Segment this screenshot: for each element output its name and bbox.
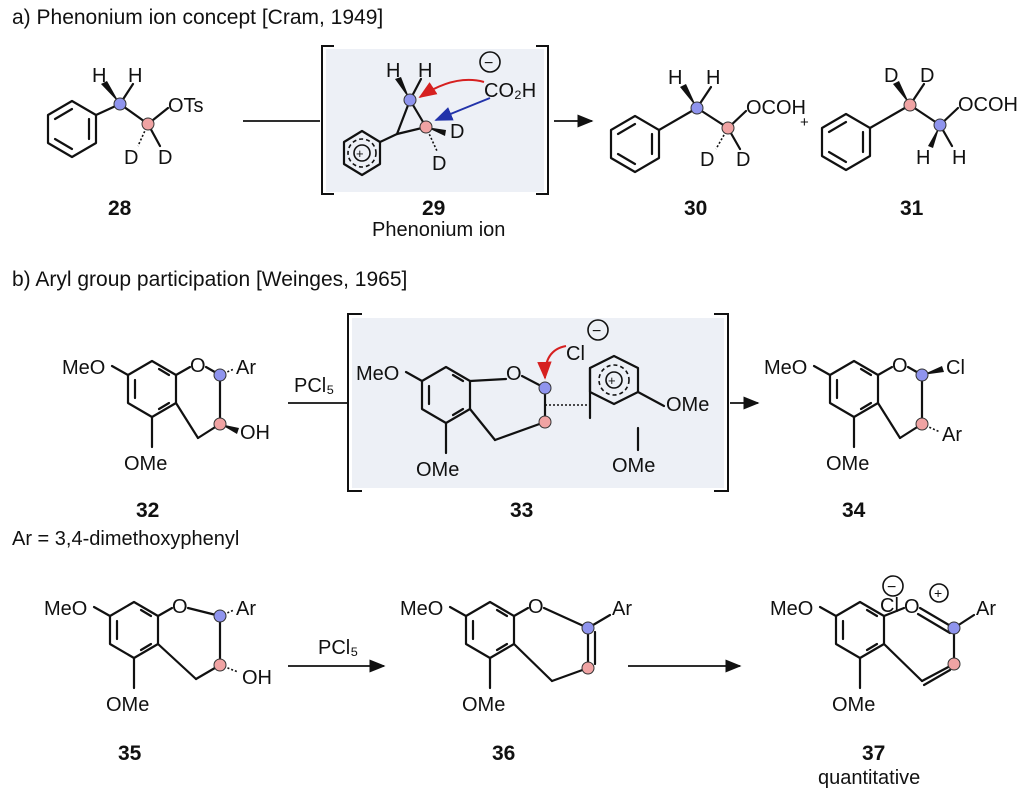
svg-text:OMe: OMe (832, 694, 875, 716)
compound-31: D D OCOH H H 31 (820, 65, 1018, 220)
reagent-pcl5: PCl₅ (294, 375, 334, 397)
compound-35: MeO O OMe Ar OH 35 (44, 596, 272, 765)
svg-text:O: O (528, 596, 544, 618)
svg-text:H: H (668, 67, 682, 89)
svg-text:OMe: OMe (462, 694, 505, 716)
svg-text:H: H (418, 60, 432, 82)
compound-28-number: 28 (108, 197, 132, 220)
compound-30: H H OCOH D D 30 (609, 67, 806, 220)
compound-33: MeO O OMe + OMe OMe Cl − 33 (347, 313, 729, 522)
compound-36-number: 36 (492, 742, 515, 765)
compound-33-number: 33 (510, 499, 533, 522)
svg-text:Ar: Ar (236, 357, 256, 379)
svg-text:D: D (884, 65, 898, 87)
svg-text:CO₂H: CO₂H (484, 80, 536, 102)
svg-text:OCOH: OCOH (958, 94, 1018, 116)
compound-37: MeO O Ar OMe Cl − + 37 quantitative (770, 575, 996, 789)
svg-text:MeO: MeO (62, 357, 105, 379)
svg-text:MeO: MeO (770, 598, 813, 620)
svg-text:H: H (92, 65, 106, 87)
yield-caption: quantitative (818, 767, 920, 789)
svg-text:MeO: MeO (356, 363, 399, 385)
svg-text:OMe: OMe (826, 453, 869, 475)
compound-36: MeO O Ar OMe 36 (400, 596, 632, 765)
compound-29: + H H D D − CO₂H 29 Phenonium ion (321, 45, 549, 241)
svg-text:Cl: Cl (880, 595, 899, 617)
svg-text:O: O (506, 363, 522, 385)
minus-charge: − (484, 55, 493, 72)
compound-35-number: 35 (118, 742, 142, 765)
svg-text:D: D (920, 65, 934, 87)
phenonium-caption: Phenonium ion (372, 219, 505, 241)
minus-charge: − (592, 323, 601, 340)
svg-text:OTs: OTs (168, 95, 204, 117)
plus-charge: + (356, 146, 364, 161)
svg-text:Ar: Ar (942, 424, 962, 446)
svg-text:MeO: MeO (44, 598, 87, 620)
compound-29-number: 29 (422, 197, 445, 220)
svg-text:Cl: Cl (946, 357, 965, 379)
compound-32-number: 32 (136, 499, 159, 522)
svg-text:D: D (158, 147, 172, 169)
svg-text:D: D (736, 149, 750, 171)
svg-text:OMe: OMe (612, 455, 655, 477)
plus-charge: + (934, 585, 942, 601)
compound-34-number: 34 (842, 499, 866, 522)
svg-text:Ar: Ar (976, 598, 996, 620)
svg-text:H: H (952, 147, 966, 169)
compound-34: MeO O OMe Cl Ar 34 (764, 355, 965, 522)
compound-31-number: 31 (900, 197, 924, 220)
svg-text:Cl: Cl (566, 343, 585, 365)
svg-text:O: O (172, 596, 188, 618)
svg-text:OMe: OMe (124, 453, 167, 475)
svg-text:Ar: Ar (236, 598, 256, 620)
svg-text:O: O (904, 596, 920, 618)
minus-charge: − (887, 579, 896, 596)
compound-37-number: 37 (862, 742, 885, 765)
compound-28: H H OTs D D 28 (46, 65, 204, 220)
compound-32: MeO O OMe Ar OH 32 Ar = 3,4-dimethoxyphe… (12, 355, 270, 550)
svg-text:Ar: Ar (612, 598, 632, 620)
svg-text:D: D (700, 149, 714, 171)
svg-text:MeO: MeO (400, 598, 443, 620)
ar-definition: Ar = 3,4-dimethoxyphenyl (12, 528, 239, 550)
section-b-title: b) Aryl group participation [Weinges, 19… (12, 268, 407, 291)
plus-charge: + (608, 373, 616, 388)
svg-text:O: O (892, 355, 908, 377)
compound-30-number: 30 (684, 197, 707, 220)
svg-text:H: H (916, 147, 930, 169)
svg-text:OH: OH (240, 422, 270, 444)
svg-text:H: H (706, 67, 720, 89)
svg-text:D: D (124, 147, 138, 169)
reagent-pcl5: PCl₅ (318, 637, 358, 659)
svg-text:OMe: OMe (666, 394, 709, 416)
svg-text:D: D (450, 121, 464, 143)
svg-text:D: D (432, 153, 446, 175)
section-a-title: a) Phenonium ion concept [Cram, 1949] (12, 6, 383, 29)
svg-text:OH: OH (242, 667, 272, 689)
svg-text:OCOH: OCOH (746, 97, 806, 119)
svg-text:MeO: MeO (764, 357, 807, 379)
svg-text:H: H (128, 65, 142, 87)
svg-text:OMe: OMe (106, 694, 149, 716)
svg-text:H: H (386, 60, 400, 82)
plus-separator: + (800, 114, 809, 131)
svg-text:OMe: OMe (416, 459, 459, 481)
svg-text:O: O (190, 355, 206, 377)
